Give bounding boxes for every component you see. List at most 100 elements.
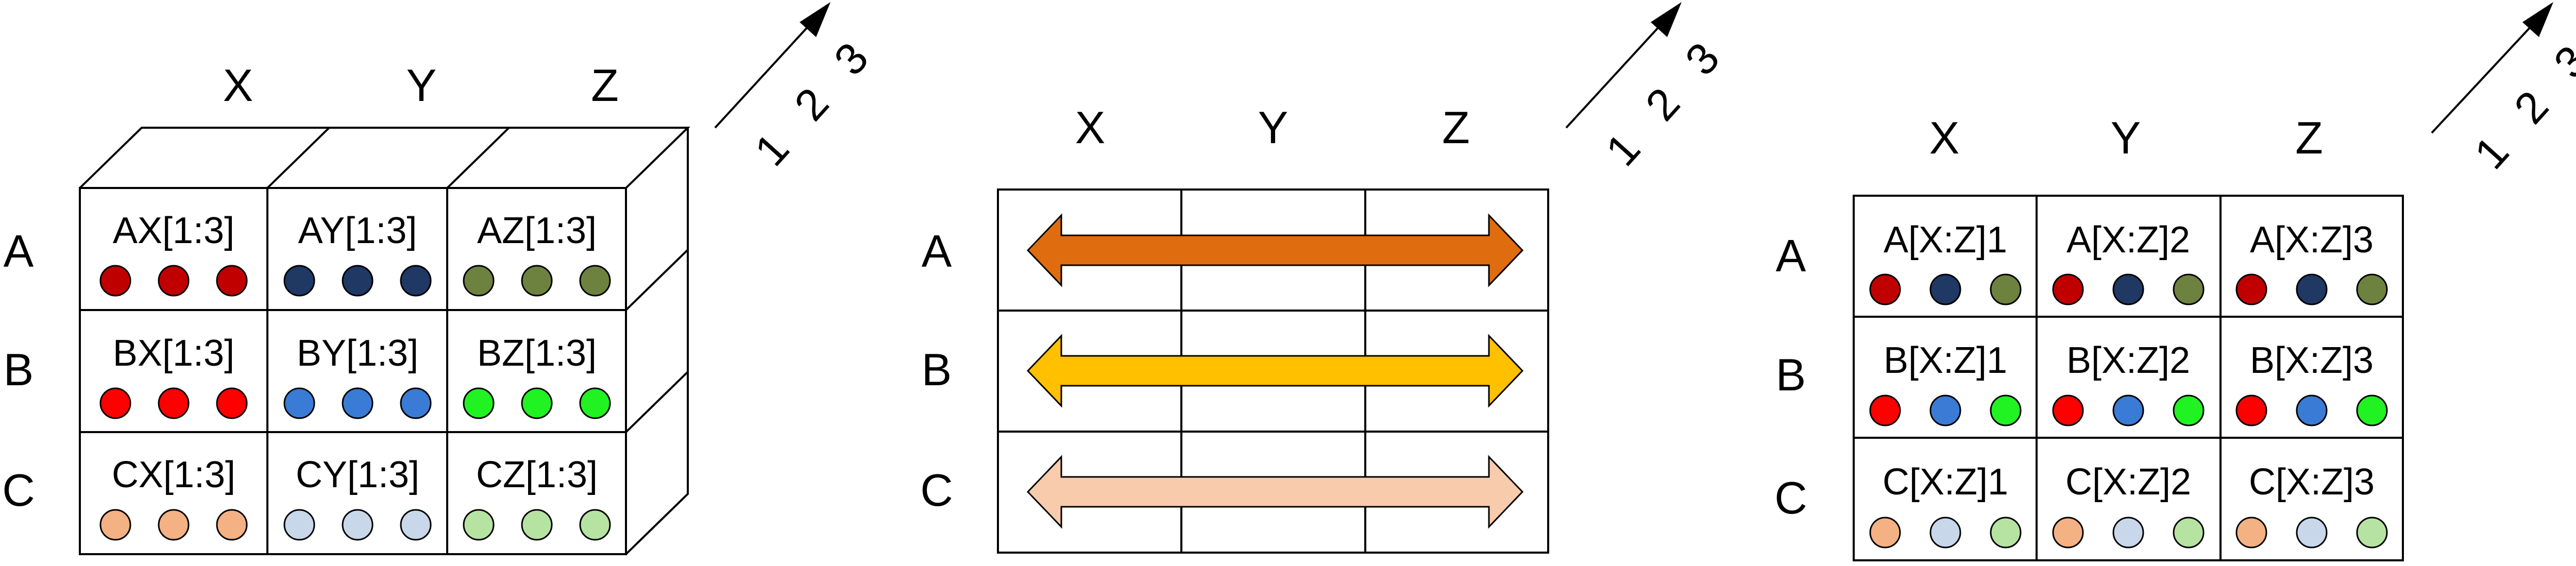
dot-az-3	[579, 265, 611, 297]
row-header-c: C	[920, 465, 953, 516]
cell-label-cz: CZ[1:3]	[476, 454, 598, 495]
cell-label-bz: BZ[1:3]	[477, 333, 597, 374]
column-header-x: X	[1075, 102, 1106, 153]
dot-ax-3	[216, 265, 248, 297]
dot-c1-z	[1990, 517, 2022, 548]
dim-label-1: 1	[745, 124, 799, 176]
dot-a1-x	[1869, 273, 1901, 305]
panel-flat-grid: X Y Z A B C A[X:Z]1 A[X:Z]2 A[X:Z]3 B[X:…	[1774, 2, 2576, 561]
dim-label-3: 3	[1676, 33, 1729, 85]
dot-bz-3	[579, 387, 611, 419]
dot-cz-3	[579, 509, 611, 541]
dot-b1-y	[1929, 395, 1961, 426]
cell-label-c1: C[X:Z]1	[1883, 461, 2008, 503]
dot-cy-3	[400, 509, 432, 541]
dot-cz-1	[463, 509, 495, 541]
dot-a3-z	[2356, 273, 2388, 305]
dot-c3-y	[2296, 517, 2328, 548]
dot-c1-y	[1929, 517, 1961, 548]
dot-a1-y	[1929, 273, 1961, 305]
dimension-arrow-3: 1 2 3	[2431, 2, 2576, 179]
dot-ay-3	[400, 265, 432, 297]
row-b-double-arrow	[1026, 334, 1524, 408]
dot-b1-x	[1869, 395, 1901, 426]
dot-b2-z	[2173, 395, 2205, 426]
dim-label-3: 3	[825, 33, 878, 85]
cell-label-by: BY[1:3]	[297, 333, 418, 374]
dot-cx-3	[216, 509, 248, 541]
column-header-y: Y	[406, 60, 437, 111]
dot-a1-z	[1990, 273, 2022, 305]
dot-c1-x	[1869, 517, 1901, 548]
cube-right-face	[625, 128, 689, 555]
column-header-x: X	[223, 60, 253, 111]
column-header-y: Y	[2111, 112, 2141, 163]
dot-bx-2	[158, 387, 190, 419]
dim-label-1: 1	[2465, 127, 2518, 179]
dot-c3-z	[2356, 517, 2388, 548]
dot-cx-2	[158, 509, 190, 541]
dot-by-2	[342, 387, 374, 419]
dot-by-1	[283, 387, 315, 419]
cell-label-b3: B[X:Z]3	[2250, 340, 2374, 381]
dot-c2-x	[2052, 517, 2084, 548]
dim-label-1: 1	[1597, 124, 1650, 176]
dot-c2-z	[2173, 517, 2205, 548]
dot-az-2	[521, 265, 553, 297]
dot-az-1	[463, 265, 495, 297]
cell-label-a1: A[X:Z]1	[1884, 219, 2007, 261]
row-header-c: C	[2, 465, 35, 516]
row-c-double-arrow	[1026, 455, 1524, 529]
dot-ax-2	[158, 265, 190, 297]
cell-label-bx: BX[1:3]	[113, 333, 234, 374]
dot-c3-x	[2235, 517, 2267, 548]
row-header-a: A	[4, 226, 34, 277]
dot-a2-y	[2112, 273, 2144, 305]
dot-b3-z	[2356, 395, 2388, 426]
dot-a3-y	[2296, 273, 2328, 305]
dot-bz-1	[463, 387, 495, 419]
column-header-y: Y	[1258, 102, 1289, 153]
cell-label-a2: A[X:Z]2	[2066, 219, 2190, 261]
cube-front-grid	[79, 187, 627, 555]
dot-bz-2	[521, 387, 553, 419]
dot-cz-2	[521, 509, 553, 541]
dimension-arrow-1: 1 2 3	[714, 2, 878, 176]
cell-label-cx: CX[1:3]	[112, 454, 235, 495]
cell-label-c3: C[X:Z]3	[2249, 461, 2375, 503]
cell-label-b1: B[X:Z]1	[1884, 340, 2007, 381]
dot-b1-z	[1990, 395, 2022, 426]
row-header-b: B	[4, 344, 34, 395]
cell-label-az: AZ[1:3]	[477, 210, 597, 251]
dot-by-3	[400, 387, 432, 419]
dim-label-2: 2	[1636, 79, 1689, 130]
dot-a2-x	[2052, 273, 2084, 305]
dot-ax-1	[99, 265, 131, 297]
row-header-c: C	[1774, 472, 1807, 523]
cell-label-b2: B[X:Z]2	[2066, 340, 2190, 381]
dot-b2-y	[2112, 395, 2144, 426]
row-header-b: B	[922, 344, 952, 395]
column-header-x: X	[1929, 112, 1960, 163]
dimension-arrow-2: 1 2 3	[1565, 2, 1729, 176]
dot-ay-2	[342, 265, 374, 297]
dot-b3-x	[2235, 395, 2267, 426]
dot-cy-1	[283, 509, 315, 541]
column-header-z: Z	[1442, 102, 1470, 153]
row-a-double-arrow	[1026, 213, 1524, 287]
panel-arrows: X Y Z A B C 1 2 3	[920, 2, 1729, 554]
column-header-z: Z	[2295, 112, 2323, 163]
dim-label-2: 2	[2505, 82, 2558, 133]
dim-label-3: 3	[2545, 37, 2576, 88]
dot-a2-z	[2173, 273, 2205, 305]
cell-label-a3: A[X:Z]3	[2250, 219, 2374, 261]
dot-cx-1	[99, 509, 131, 541]
flat-grid	[1853, 195, 2404, 561]
cube-top-face	[79, 127, 690, 189]
row-header-a: A	[922, 226, 952, 277]
row-header-b: B	[1776, 349, 1806, 400]
dot-b2-x	[2052, 395, 2084, 426]
cell-label-cy: CY[1:3]	[296, 454, 419, 495]
dot-cy-2	[342, 509, 374, 541]
